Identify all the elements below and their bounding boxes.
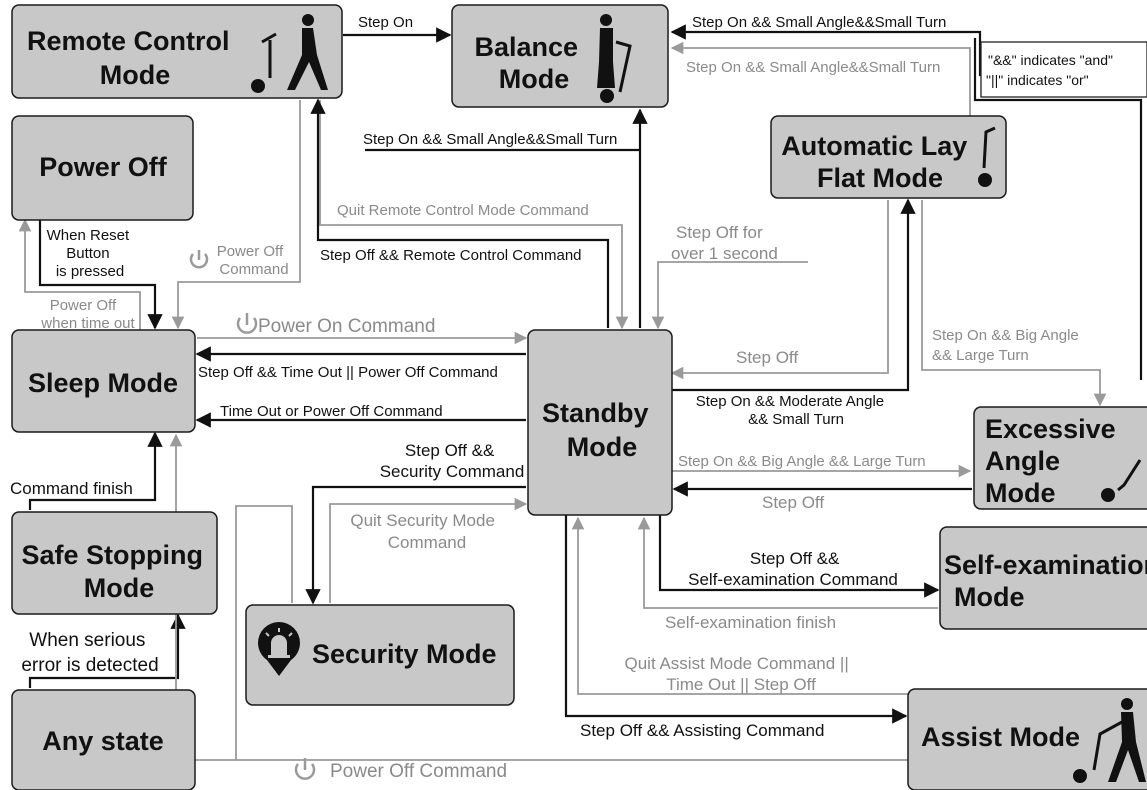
label-to-security: Step Off && Security Command bbox=[380, 441, 525, 481]
label-serious-error: When serious error is detected bbox=[21, 630, 158, 676]
arrow-rc-power-off bbox=[171, 100, 301, 330]
state-sleep: Sleep Mode bbox=[11, 329, 196, 433]
arrow-standby-to-rc bbox=[310, 98, 610, 328]
power-icon bbox=[189, 250, 209, 269]
lay-flat-scooter-icon bbox=[978, 126, 996, 187]
state-self-examination-label: Self-examination Mode bbox=[944, 550, 1147, 612]
label-bottom-power-off: Power Off Command bbox=[330, 761, 507, 782]
label-standby-to-rc: Step Off && Remote Control Command bbox=[320, 247, 582, 264]
arrow-to-assist bbox=[564, 515, 908, 724]
label-to-assist: Step Off && Assisting Command bbox=[580, 721, 824, 740]
label-layflat-to-excessive: Step On && Big Angle && Large Turn bbox=[932, 327, 1083, 364]
arrow-self-exam-finish bbox=[637, 516, 938, 609]
arrow-to-layflat bbox=[672, 198, 916, 392]
label-power-on: Power On Command bbox=[258, 316, 435, 337]
label-self-exam-finish: Self-examination finish bbox=[665, 613, 836, 632]
state-balance: Balance Mode bbox=[451, 4, 669, 108]
label-command-finish: Command finish bbox=[10, 479, 133, 498]
label-quit-security: Quit Security Mode Command bbox=[350, 511, 499, 552]
walking-person-robot-icon bbox=[251, 14, 328, 93]
state-remote-control-label: Remote Control Mode bbox=[27, 26, 237, 90]
state-assist: Assist Mode bbox=[907, 688, 1147, 790]
label-step-off-layflat: Step Off bbox=[736, 348, 798, 367]
line-excessive-loop bbox=[973, 38, 1143, 380]
label-excessive-to-standby: Step Off bbox=[762, 493, 824, 512]
state-power-off-label: Power Off bbox=[39, 152, 168, 182]
label-to-layflat: Step On && Moderate Angle && Small Turn bbox=[696, 393, 889, 428]
label-timeout-power-off: Time Out or Power Off Command bbox=[220, 403, 443, 420]
label-layflat-to-balance: Step On && Small Angle&&Small Turn bbox=[686, 59, 940, 76]
arrow-layflat-step-off bbox=[670, 200, 889, 380]
line-security-left bbox=[235, 505, 293, 760]
arrow-to-security bbox=[305, 485, 526, 605]
arrow-command-finish bbox=[28, 431, 163, 510]
label-standby-to-balance: Step On && Small Angle&&Small Turn bbox=[363, 131, 617, 148]
tilted-scooter-icon bbox=[1101, 459, 1142, 502]
label-quit-remote: Quit Remote Control Mode Command bbox=[337, 202, 589, 219]
state-any-state: Any state bbox=[11, 689, 196, 790]
arrow-layflat-to-balance bbox=[670, 41, 971, 120]
state-standby: Standby Mode bbox=[527, 329, 673, 516]
label-quit-assist: Quit Assist Mode Command || Time Out || … bbox=[625, 654, 854, 694]
label-top-to-balance: Step On && Small Angle&&Small Turn bbox=[692, 14, 946, 31]
arrow-balance-to-standby bbox=[651, 261, 808, 330]
legend-note-text: "&&" indicates "and" "||" indicates "or" bbox=[986, 52, 1117, 88]
label-rc-power-off: Power Off Command bbox=[217, 243, 289, 278]
state-auto-lay-flat-label: Automatic Lay Flat Mode bbox=[781, 131, 975, 193]
arrow-quit-remote bbox=[319, 100, 629, 330]
state-excessive-angle: Excessive Angle Mode bbox=[973, 406, 1147, 510]
label-rc-to-balance: Step On bbox=[358, 14, 413, 31]
person-pushing-scooter-icon bbox=[1073, 698, 1146, 783]
state-self-examination: Self-examination Mode bbox=[939, 526, 1147, 630]
label-standby-to-sleep: Step Off && Time Out || Power Off Comman… bbox=[198, 364, 498, 381]
state-power-off: Power Off bbox=[11, 115, 194, 221]
arrow-quit-assist bbox=[571, 516, 908, 695]
state-any-state-label: Any state bbox=[42, 726, 164, 756]
arrow-layflat-to-excessive bbox=[921, 200, 1107, 407]
arrow-reset-to-sleep bbox=[38, 220, 163, 330]
arrow-serious-error bbox=[28, 613, 186, 688]
state-excessive-angle-label: Excessive Angle Mode bbox=[985, 414, 1123, 508]
state-balance-label: Balance Mode bbox=[474, 32, 585, 94]
label-to-self-exam: Step Off && Self-examination Command bbox=[688, 549, 898, 589]
power-on-icon bbox=[236, 313, 258, 334]
label-standby-to-excessive: Step On && Big Angle && Large Turn bbox=[678, 453, 926, 470]
label-power-off-timeout: Power Off when time out bbox=[40, 297, 135, 332]
legend-note: "&&" indicates "and" "||" indicates "or" bbox=[980, 41, 1147, 98]
state-remote-control: Remote Control Mode bbox=[11, 4, 343, 99]
bottom-power-icon bbox=[294, 758, 316, 780]
label-balance-to-standby: Step Off for over 1 second bbox=[671, 223, 778, 263]
state-sleep-label: Sleep Mode bbox=[28, 368, 178, 398]
state-security-label: Security Mode bbox=[312, 639, 497, 669]
arrow-quit-security bbox=[329, 497, 528, 603]
state-assist-label: Assist Mode bbox=[921, 722, 1080, 752]
alarm-siren-icon bbox=[258, 622, 300, 676]
state-safe-stopping-label: Safe Stopping Mode bbox=[21, 540, 210, 603]
state-standby-label: Standby Mode bbox=[542, 398, 656, 462]
arrow-to-self-exam bbox=[658, 515, 940, 598]
arrow-sleep-to-poweroff bbox=[18, 218, 141, 330]
person-on-scooter-icon bbox=[597, 14, 632, 103]
label-reset-button: When Reset Button is pressed bbox=[47, 227, 134, 280]
state-auto-lay-flat: Automatic Lay Flat Mode bbox=[770, 115, 1007, 199]
state-safe-stopping: Safe Stopping Mode bbox=[11, 511, 218, 615]
state-security: Security Mode bbox=[245, 604, 515, 706]
